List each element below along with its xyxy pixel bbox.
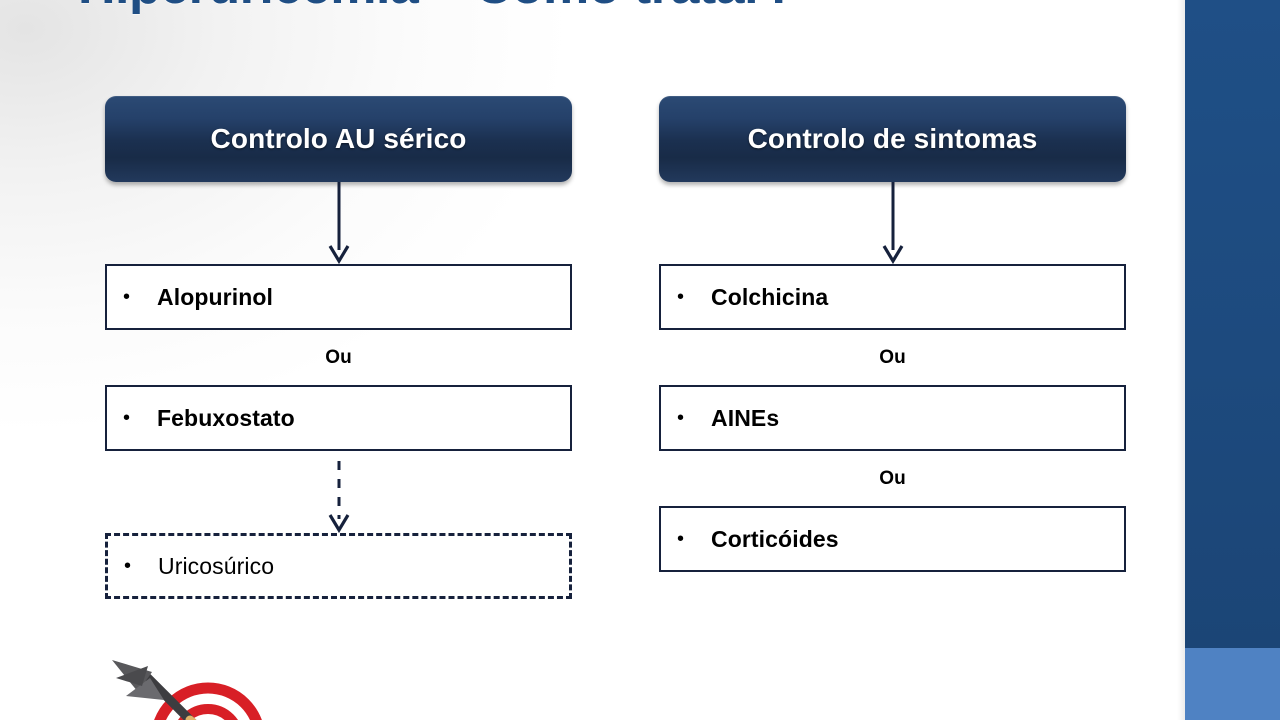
connector-label: Ou — [879, 467, 906, 489]
connector-ou-right-1: Ou — [659, 330, 1126, 385]
connector-ou-right-2: Ou — [659, 451, 1126, 506]
bullet-icon: • — [677, 407, 685, 429]
column-controlo-au-serico: Controlo AU sérico • Alopurinol Ou • Feb… — [105, 96, 572, 599]
dart-target-icon — [98, 652, 288, 720]
column-controlo-de-sintomas: Controlo de sintomas • Colchicina Ou • A… — [659, 96, 1126, 572]
header-box-controlo-de-sintomas[interactable]: Controlo de sintomas — [659, 96, 1126, 182]
item-label: Febuxostato — [157, 404, 295, 431]
item-label: Alopurinol — [157, 283, 273, 310]
connector-ou-left-1: Ou — [105, 330, 572, 385]
side-decoration-panel — [1177, 0, 1280, 720]
item-box-febuxostato[interactable]: • Febuxostato — [105, 385, 572, 451]
item-box-colchicina[interactable]: • Colchicina — [659, 264, 1126, 330]
item-box-aines[interactable]: • AINEs — [659, 385, 1126, 451]
item-label: AINEs — [711, 404, 780, 431]
bullet-icon: • — [124, 555, 132, 577]
bullet-icon: • — [677, 286, 685, 308]
item-label: Colchicina — [711, 283, 829, 310]
page-title: Hiperuricemia – Como tratar? — [78, 0, 1138, 16]
arrow-solid-down-right — [659, 182, 1126, 264]
item-label: Uricosúrico — [158, 552, 275, 579]
arrow-solid-down-left — [105, 182, 572, 264]
item-box-uricosurico[interactable]: • Uricosúrico — [105, 533, 572, 599]
side-panel-light-block — [1185, 648, 1280, 720]
side-panel-dark-block — [1185, 0, 1280, 648]
connector-label: Ou — [879, 346, 906, 368]
item-box-alopurinol[interactable]: • Alopurinol — [105, 264, 572, 330]
item-label: Corticóides — [711, 525, 839, 552]
header-box-label: Controlo AU sérico — [210, 123, 467, 154]
bullet-icon: • — [123, 286, 131, 308]
arrow-dashed-down-left — [105, 451, 572, 533]
bullet-icon: • — [123, 407, 131, 429]
bullet-icon: • — [677, 528, 685, 550]
connector-label: Ou — [325, 346, 352, 368]
header-box-label: Controlo de sintomas — [747, 123, 1038, 154]
side-panel-shadow — [1177, 0, 1185, 720]
item-box-corticoides[interactable]: • Corticóides — [659, 506, 1126, 572]
header-box-controlo-au-serico[interactable]: Controlo AU sérico — [105, 96, 572, 182]
